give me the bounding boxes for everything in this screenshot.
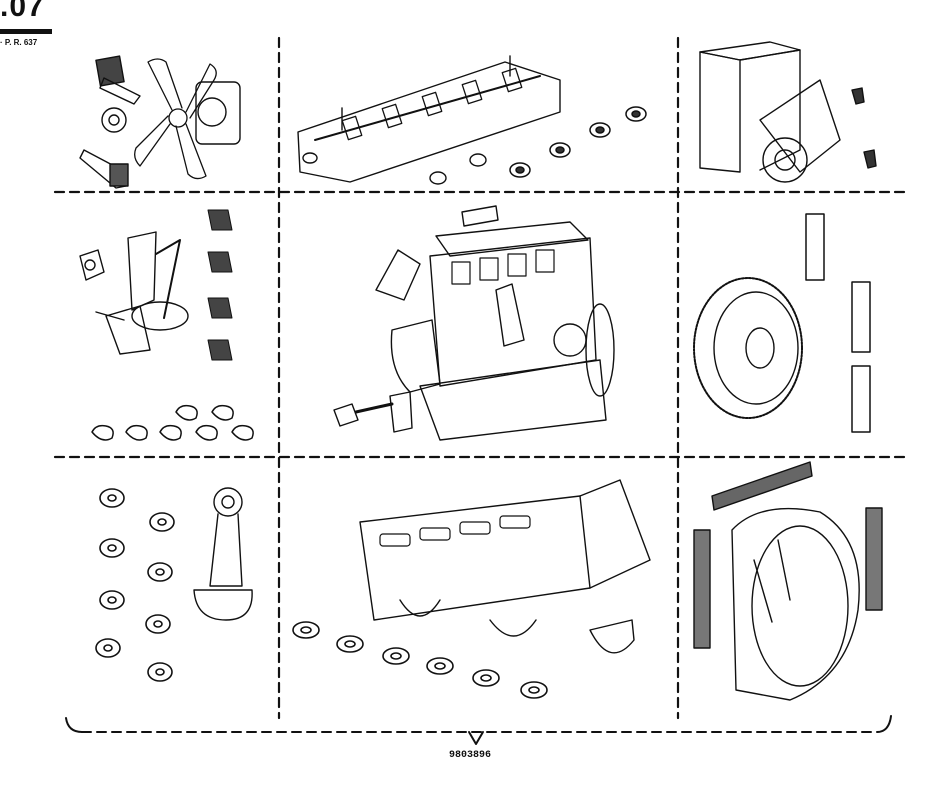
engine-filler [462,206,498,226]
engine-pulley-cover [391,320,440,392]
pump-clips [208,210,232,360]
head-washers [510,107,646,177]
bracket-pointer [469,732,483,744]
block-top [700,42,800,60]
pump-pulley [198,98,226,126]
crankcase-ports [380,516,530,546]
main-bearing-cap-1 [400,600,440,616]
block-front [740,50,800,170]
water-pump-housing [196,82,240,144]
part-number-code: 9803896 [448,750,491,761]
flywheel-hub [746,328,774,368]
pump-lever [96,312,124,320]
bell-housing-strip-right [866,508,882,610]
fan-hub [169,109,187,127]
header-rule [0,29,52,34]
panel-oil-pump [80,210,253,440]
panel-fan-and-brackets [80,56,240,188]
bracket-upper [96,56,124,86]
flywheel-ring [694,278,802,418]
lock-tabs-row [92,406,253,440]
fan-blade-4 [135,116,170,166]
bell-housing-body [732,509,859,700]
pump-flange [80,250,104,280]
fan-blade-2 [186,64,216,118]
panel-complete-engine [334,206,614,440]
bell-housing-strip-left [694,530,710,648]
engine-oil-filter [554,324,586,356]
pump-body [128,232,156,310]
panel-crankcase [293,480,650,698]
section-number: .07 [0,0,45,23]
conrod-small-end [214,488,242,516]
conrod-big-end [194,590,252,620]
panel-connecting-rod [96,488,252,681]
block-side [700,52,740,172]
panel-engine-block-mount [700,42,876,182]
rocker-rail [315,76,540,140]
bracket-lower-pad [110,164,128,186]
fan-blade-1 [148,59,182,110]
engine-flywheel-edge [586,304,614,396]
engine-gasket [390,392,412,432]
engine-fan [376,250,420,300]
panel-flywheel [694,214,870,432]
pump-tube [156,240,180,318]
head-outline [298,62,560,182]
engine-manifold-ports [452,250,554,284]
bell-housing-ribs [754,540,790,622]
bracket-ring [102,108,126,132]
mount-bolt-upper [852,88,864,104]
section-subtitle: · P. R. 637 [0,38,38,47]
panel-bell-housing [694,462,882,700]
bracket-left-leg [66,718,82,732]
main-bearing-cap-2 [490,620,536,636]
mount-flange [760,80,840,172]
engine-sump [420,360,606,440]
fan-blade-3 [176,124,206,179]
crankcase-outline [360,496,590,620]
mount-boss [763,138,807,182]
bracket-right-leg [877,716,891,732]
bracket-upper-arm [100,78,140,104]
bottom-bracket [66,716,891,744]
panel-cylinder-head [298,56,646,184]
engine-rocker-cover [436,222,588,256]
main-bearing-cap-rear [590,620,634,653]
conrod-shank [210,514,242,586]
bell-housing-bore [752,526,848,686]
crankcase-washers [293,622,547,698]
crankcase-rear [580,480,650,588]
engine-distributor [496,284,524,346]
engine-bolt [334,404,358,426]
flywheel-face [714,292,798,404]
mount-bolt-lower [864,150,876,168]
flywheel-plates [806,214,870,432]
pump-base [106,306,150,354]
head-plugs [303,153,486,184]
panel-grid [55,38,905,718]
bell-housing-strip-top [712,462,812,510]
rocker-arms [342,68,521,139]
fan-blades [135,59,217,179]
pump-strainer [132,302,188,330]
reference-header: .07 · P. R. 637 [0,0,60,60]
lock-tabs-column [96,489,174,681]
